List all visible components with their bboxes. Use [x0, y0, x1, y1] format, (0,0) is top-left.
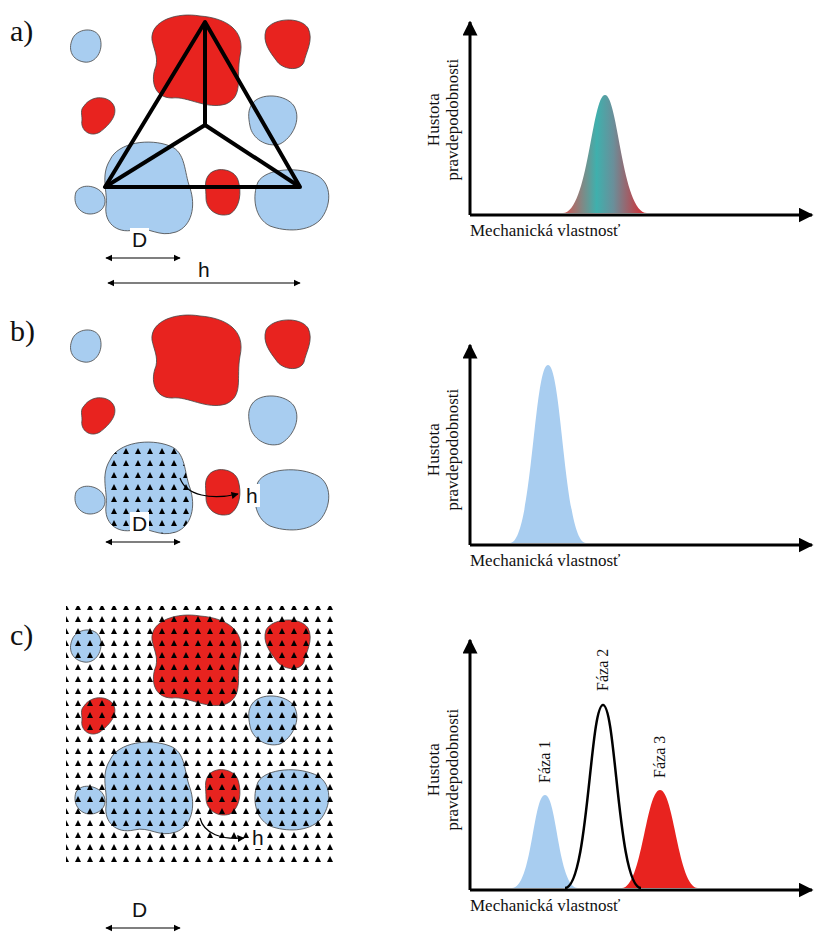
dimension-label: D	[130, 512, 149, 535]
dimension-label: D	[130, 898, 149, 921]
panel-letter: b)	[10, 314, 35, 347]
phase-label: Fáza 3	[651, 736, 669, 778]
dimension-label: h	[250, 826, 266, 849]
density-chart	[470, 22, 812, 215]
axis-label: Hustota pravdepodobnosti	[425, 695, 462, 845]
axis-label: Hustota pravdepodobnosti	[425, 45, 462, 195]
phase-label: Fáza 2	[594, 649, 612, 691]
axis-label: Hustota pravdepodobnosti	[425, 375, 462, 525]
axis-label: Mechanická vlastnosť	[470, 222, 620, 241]
grain-illustration	[66, 606, 338, 928]
dimension-label: h	[196, 258, 212, 281]
panel-letter: a)	[10, 14, 33, 47]
panel-letter: c)	[10, 618, 33, 651]
density-chart	[470, 345, 812, 545]
density-chart	[470, 640, 812, 890]
grain-illustration	[71, 315, 329, 542]
grain-illustration	[71, 15, 329, 283]
dimension-label: h	[244, 484, 260, 507]
phase-label: Fáza 1	[536, 741, 554, 783]
axis-label: Mechanická vlastnosť	[470, 552, 620, 571]
dimension-label: D	[130, 228, 149, 251]
axis-label: Mechanická vlastnosť	[470, 897, 620, 916]
